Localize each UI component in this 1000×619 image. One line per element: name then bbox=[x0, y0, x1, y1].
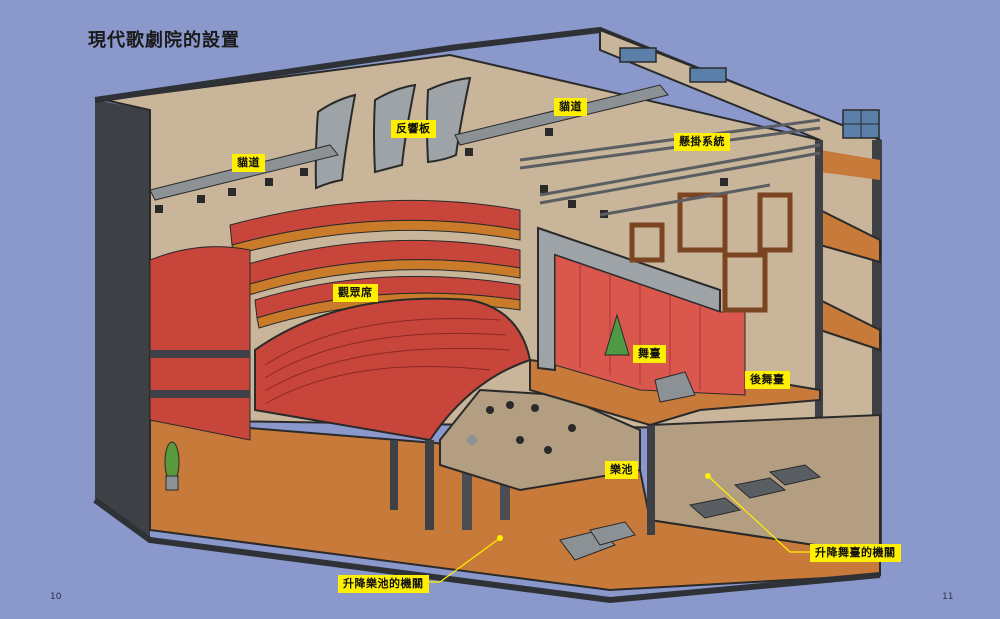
page-title: 現代歌劇院的設置 bbox=[88, 30, 240, 51]
orchestra-stall-seats bbox=[254, 297, 532, 442]
balcony-band-2 bbox=[246, 259, 521, 296]
lift-platform-icon bbox=[688, 464, 822, 519]
rock-prop-icon bbox=[654, 371, 696, 403]
tower-column bbox=[815, 140, 823, 560]
label-fly-system: 懸掛系統 bbox=[674, 133, 730, 151]
catwalk-left bbox=[149, 144, 339, 201]
musician-icons bbox=[467, 401, 576, 454]
stage-lift-leader bbox=[707, 475, 810, 553]
label-auditorium: 觀眾席 bbox=[333, 284, 378, 302]
pit-floor bbox=[439, 388, 641, 492]
label-catwalk-right: 貓道 bbox=[554, 98, 587, 116]
window-icon bbox=[842, 109, 880, 139]
side-box-seats bbox=[149, 246, 251, 441]
label-reflector: 反響板 bbox=[391, 120, 436, 138]
label-backstage: 後舞臺 bbox=[745, 371, 790, 389]
callout-lines bbox=[425, 473, 810, 583]
window-icon bbox=[619, 47, 727, 83]
stall-support bbox=[390, 440, 398, 510]
stage-lift-dot bbox=[705, 473, 711, 479]
stage-area bbox=[529, 192, 821, 427]
curtain-folds bbox=[579, 265, 701, 390]
pit-lift-dot bbox=[497, 535, 503, 541]
understage-column bbox=[647, 425, 655, 535]
auditorium-seating bbox=[149, 199, 532, 530]
label-orchestra-pit: 樂池 bbox=[605, 461, 638, 479]
tower-floor-1 bbox=[820, 150, 880, 180]
tree-prop-icon bbox=[604, 313, 630, 356]
left-outer-wall bbox=[95, 100, 150, 540]
label-catwalk-left: 貓道 bbox=[232, 154, 265, 172]
side-box-divider bbox=[150, 390, 250, 398]
seat-rows bbox=[264, 318, 511, 405]
label-pit-lift: 升降樂池的機關 bbox=[338, 575, 429, 593]
page-number-left: 10 bbox=[50, 592, 62, 602]
pit-lift-leader bbox=[425, 537, 501, 583]
stage-curtain bbox=[554, 254, 746, 396]
stage-light-icons bbox=[155, 128, 728, 218]
orchestra-pit bbox=[439, 388, 641, 492]
foundation-edge bbox=[93, 497, 881, 604]
label-stage: 舞臺 bbox=[633, 345, 666, 363]
balcony-band-3 bbox=[231, 219, 521, 256]
page-number-right: 11 bbox=[942, 592, 954, 602]
scenery-frames-icon bbox=[629, 192, 793, 313]
ground-floor bbox=[93, 413, 881, 604]
label-stage-lift: 升降舞臺的機關 bbox=[810, 544, 901, 562]
stall-support bbox=[425, 440, 434, 530]
side-box-divider bbox=[150, 350, 250, 358]
pit-lift-machinery-icon bbox=[462, 470, 636, 561]
potted-plant-icon bbox=[164, 441, 180, 491]
fly-system-truss bbox=[519, 118, 821, 217]
